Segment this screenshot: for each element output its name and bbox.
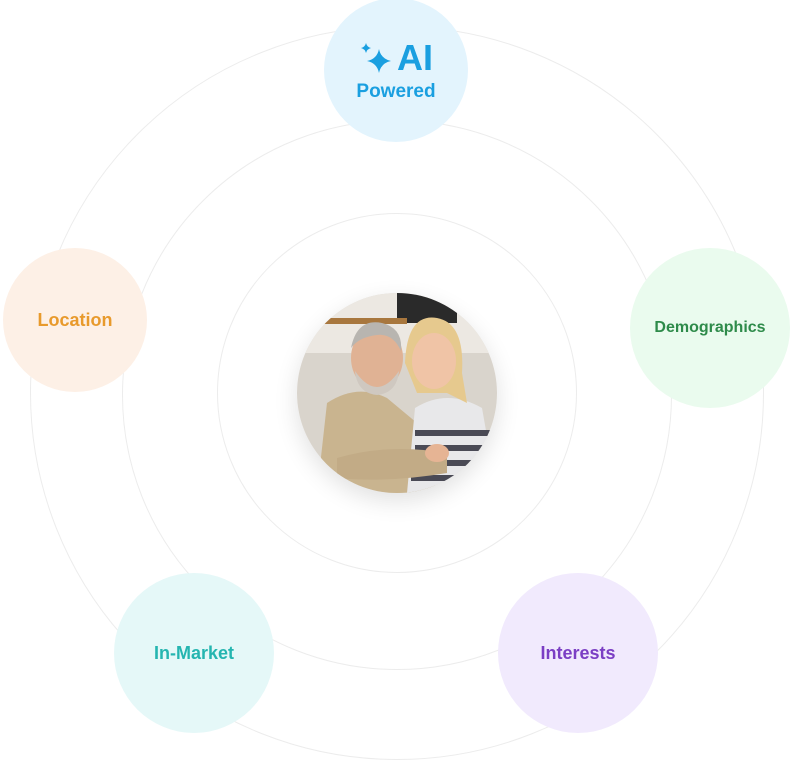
sparkle-icon [361,43,391,73]
demographics-label: Demographics [654,319,766,336]
ai-title: AI [397,37,433,78]
demographics-node: Demographics [630,248,790,408]
in-market-label: In-Market [153,642,234,663]
ai-powered-node: AI Powered [324,0,468,142]
interests-node: Interests [498,573,658,733]
inner-ring [217,213,577,573]
interests-label: Interests [540,642,616,663]
ai-subtitle: Powered [356,81,436,102]
ai-title-row: AI [359,37,433,79]
couple-photo [297,293,497,493]
location-node: Location [3,248,147,392]
location-label: Location [37,309,113,330]
in-market-node: In-Market [114,573,274,733]
